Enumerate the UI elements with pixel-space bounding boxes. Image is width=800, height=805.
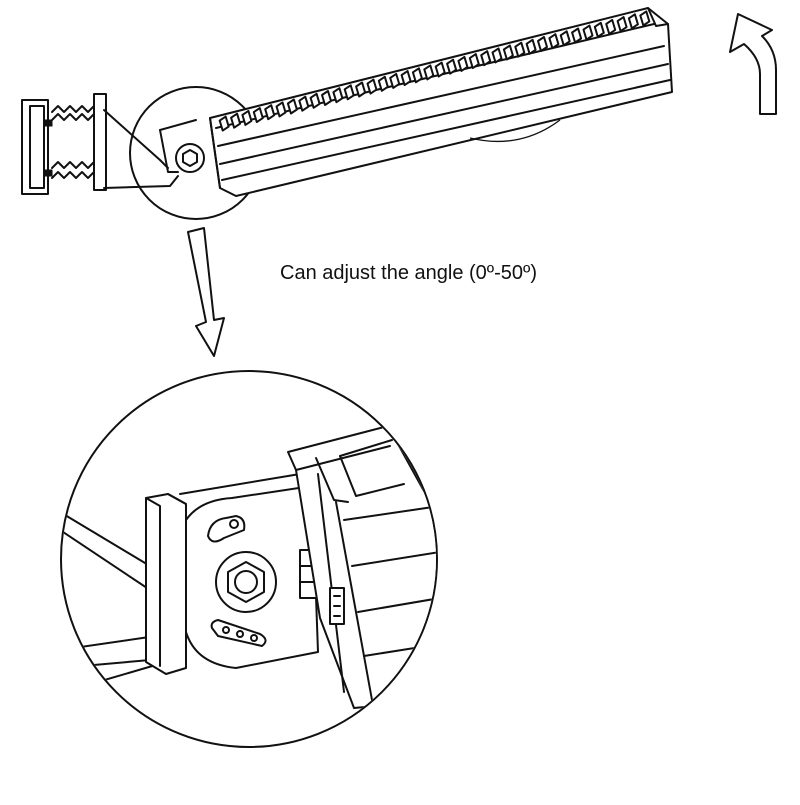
mounting-bracket-arm — [103, 109, 205, 189]
heat-sink-fin — [514, 41, 526, 58]
heat-sink-fin — [559, 30, 571, 47]
heat-sink-fin — [218, 115, 230, 132]
heat-sink-fin — [537, 36, 548, 52]
heat-sink-fin — [457, 55, 469, 72]
heat-sink-fin — [389, 72, 401, 89]
heat-sink-fin — [366, 78, 378, 95]
heat-sink-fin — [491, 47, 503, 64]
heat-sink-fin — [446, 58, 458, 75]
heat-sink-fin — [241, 109, 253, 126]
heat-sink-fin — [355, 81, 367, 98]
pointer-arrow-icon — [187, 227, 225, 357]
heat-sink-fin — [423, 64, 435, 81]
heat-sink-fin — [411, 67, 423, 84]
heat-sink-fin — [548, 33, 560, 50]
heat-sink-fin — [264, 104, 276, 121]
heat-sink-fin — [321, 90, 332, 106]
heat-sink-fin — [309, 92, 321, 109]
lamp-body — [209, 7, 673, 197]
heat-sink-fin — [525, 38, 537, 55]
detail-circle-large — [60, 370, 438, 748]
heat-sink-fin — [582, 24, 594, 41]
heat-sink-fin — [230, 112, 242, 129]
angle-adjust-caption: Can adjust the angle (0º-50º) — [280, 262, 537, 284]
heat-sink-fin — [605, 18, 617, 35]
heat-sink-fin — [571, 27, 583, 44]
rotation-arrow-icon — [729, 13, 777, 115]
heat-sink-fin — [616, 16, 628, 33]
heat-sink-fin — [343, 84, 355, 101]
heat-sink-fin — [627, 13, 639, 30]
heat-sink-fin — [434, 61, 446, 78]
heat-sink-fin — [275, 101, 287, 118]
heat-sink-fin — [639, 10, 651, 27]
heat-sink-fin — [377, 75, 389, 92]
heat-sink-fin — [286, 98, 298, 115]
heat-sink-fin — [298, 95, 310, 112]
heat-sink-fin — [468, 53, 480, 70]
heat-sink-fin — [332, 87, 344, 104]
enlarged-bracket-detail — [62, 425, 436, 709]
heat-sink-fins — [218, 10, 651, 132]
heat-sink-fin — [252, 107, 264, 124]
heat-sink-fin — [593, 21, 605, 38]
heat-sink-fin — [400, 70, 412, 87]
spring-coils — [51, 105, 95, 179]
wall-mount-plate — [21, 93, 107, 195]
heat-sink-fin — [502, 44, 514, 61]
heat-sink-fin — [480, 50, 492, 67]
